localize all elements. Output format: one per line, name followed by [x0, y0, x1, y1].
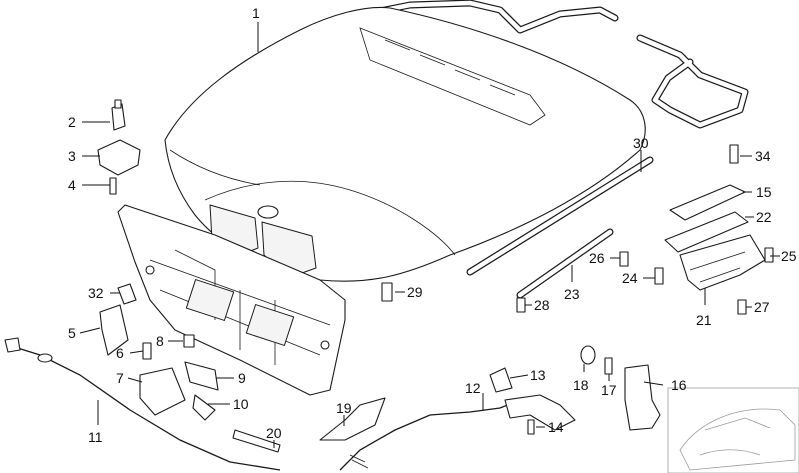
part-24-bolt: [654, 267, 664, 285]
part-3-bracket: [97, 139, 141, 176]
callout-4: 4: [68, 177, 76, 193]
part-22-plate: [664, 211, 749, 253]
callout-13: 13: [530, 367, 546, 383]
callout-24: 24: [622, 270, 638, 286]
callout-5: 5: [68, 325, 76, 341]
callout-6: 6: [116, 345, 124, 361]
car-location-thumbnail: [667, 387, 799, 473]
leader-lines: [79, 22, 780, 448]
part-7-lock: [139, 367, 186, 416]
callout-16: 16: [671, 377, 687, 393]
cable-grommet-11: [37, 353, 53, 363]
callout-10: 10: [233, 396, 249, 412]
spring-19: [349, 454, 369, 469]
callout-18: 18: [573, 377, 589, 393]
part-5-latch: [99, 304, 129, 356]
hood-panel: [164, 6, 646, 282]
part-10-guide: [192, 394, 216, 421]
hood-seal-rod: [371, 0, 749, 276]
front-panel: [117, 204, 346, 396]
part-17-bolt: [604, 357, 613, 375]
part-9-bracket: [184, 361, 219, 391]
part-13-grommet: [489, 367, 513, 393]
callout-labels: 1 2 3 4 5 6 7 8 9 10 11 12 13 14 15 16 1…: [68, 5, 797, 445]
callout-25: 25: [781, 248, 797, 264]
callout-12: 12: [465, 380, 481, 396]
callout-22: 22: [756, 209, 772, 225]
part-23-gas-strut: [516, 228, 614, 299]
callout-15: 15: [756, 184, 772, 200]
callout-29: 29: [407, 284, 423, 300]
part-8-nut: [183, 334, 195, 348]
part-26-bolt: [619, 251, 629, 267]
callout-1: 1: [252, 5, 260, 21]
callout-9: 9: [238, 370, 246, 386]
callout-26: 26: [589, 250, 605, 266]
part-34-bolt: [729, 144, 739, 164]
callout-14: 14: [548, 419, 564, 435]
part-19-handle: [319, 397, 386, 441]
callout-7: 7: [116, 370, 124, 386]
callout-30: 30: [633, 135, 649, 151]
part-18-cap: [580, 345, 596, 365]
callout-3: 3: [68, 148, 76, 164]
part-29-buffer: [381, 282, 393, 302]
callout-32: 32: [88, 285, 104, 301]
callout-20: 20: [266, 425, 282, 441]
part-21-hinge: [679, 234, 766, 291]
callout-23: 23: [564, 286, 580, 302]
callout-21: 21: [696, 312, 712, 328]
part-16-handle: [624, 364, 661, 431]
callout-17: 17: [601, 382, 617, 398]
part-2-clip: [111, 99, 126, 131]
part-14-screw: [527, 419, 535, 435]
callout-2: 2: [68, 114, 76, 130]
callout-34: 34: [755, 148, 771, 164]
part-28-bolt: [516, 297, 526, 313]
callout-27: 27: [754, 299, 770, 315]
part-27-bolt: [737, 299, 747, 315]
callout-19: 19: [336, 400, 352, 416]
part-6-screw: [142, 342, 152, 360]
part-32-buffer: [117, 283, 137, 305]
callout-8: 8: [156, 333, 164, 349]
part-20-trim: [232, 429, 281, 453]
cable-end-11: [4, 337, 21, 353]
part-25-bolt: [764, 247, 774, 263]
callout-28: 28: [534, 297, 550, 313]
part-4-bolt: [109, 177, 117, 195]
release-lever-assembly: [504, 394, 576, 431]
release-cable-12: [339, 399, 521, 471]
callout-11: 11: [88, 429, 103, 445]
